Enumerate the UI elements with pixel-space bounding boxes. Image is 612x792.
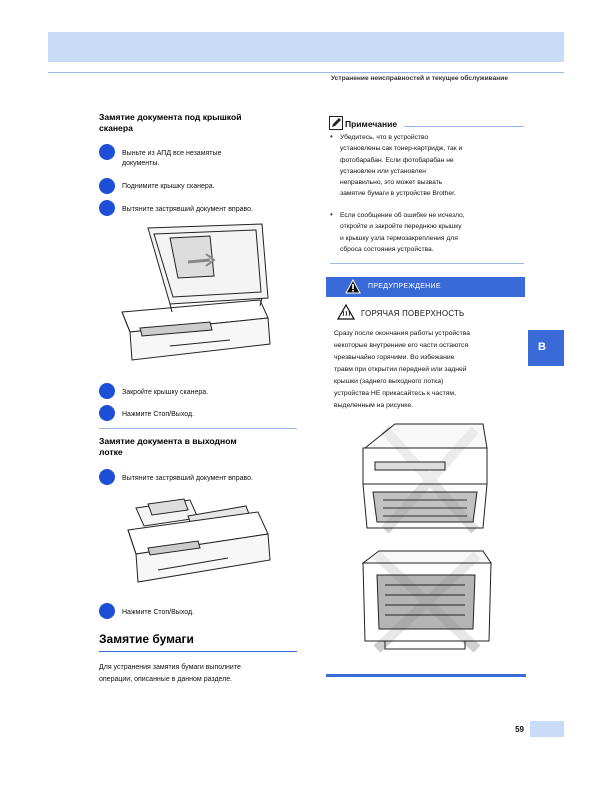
hot-surface-icon — [337, 304, 355, 320]
note-bullet-1-line: установлен или установлен — [340, 167, 426, 175]
warning-triangle-icon — [345, 279, 361, 294]
output-tray-illustration — [127, 498, 271, 583]
scanner-step-3: Вытяните застрявший документ вправо. — [122, 206, 253, 213]
note-bullet-1: Убедитесь, что в устройство установлены … — [340, 132, 462, 200]
paper-jam-paragraph-line2: операции, описанные в данном разделе. — [99, 676, 233, 683]
scanner-jam-heading-line2: сканера — [99, 123, 133, 133]
scanner-step-1-line1: Выньте из АПД все незамятые — [122, 150, 222, 157]
output-step-1-marker — [99, 469, 115, 485]
warning-subtitle: ГОРЯЧАЯ ПОВЕРХНОСТЬ — [361, 309, 465, 318]
note-bullet-2-line: сброса состояния устройства. — [340, 245, 434, 253]
warning-body: Сразу после окончания работы устройства … — [334, 328, 470, 412]
note-bottom-rule — [330, 263, 524, 264]
warning-bar — [326, 277, 525, 297]
warning-label: ПРЕДУПРЕЖДЕНИЕ — [368, 283, 441, 290]
paper-jam-paragraph: Для устранения замятия бумаги выполните … — [99, 662, 241, 686]
header-rule — [48, 72, 564, 73]
note-bullet-2-line: Если сообщение об ошибке не исчезло, — [340, 212, 465, 219]
output-step-2-marker — [99, 603, 115, 619]
scanner-jam-heading-line1: Замятие документа под крышкой — [99, 112, 242, 122]
chapter-tab-letter: B — [538, 341, 546, 353]
note-bullet-1-marker: • — [330, 132, 333, 141]
note-title-rule — [404, 126, 524, 127]
output-jam-heading-line2: лотке — [99, 447, 123, 457]
note-bullet-1-line: Убедитесь, что в устройство — [340, 134, 429, 141]
step-2-marker — [99, 178, 115, 194]
scanner-step-1-line2: документы. — [122, 160, 160, 167]
output-step-1: Вытяните застрявший документ вправо. — [122, 475, 253, 482]
note-bullet-2-line: откройте и закройте переднюю крышку — [340, 223, 462, 231]
warning-body-line: выделенным на рисунке. — [334, 402, 413, 409]
scanner-step-2: Поднимите крышку сканера. — [122, 183, 215, 190]
scanner-lid-illustration — [121, 223, 271, 361]
output-jam-heading-line1: Замятие документа в выходном — [99, 436, 237, 446]
paper-jam-heading: Замятие бумаги — [99, 632, 194, 646]
note-bullet-1-line: установлены сак тонер-картридж, так и — [340, 145, 463, 153]
warning-body-line: Сразу после окончания работы устройства — [334, 330, 471, 337]
note-bullet-1-line: фотобарабан. Если фотобарабан не — [340, 156, 454, 164]
output-jam-heading: Замятие документа в выходном лотке — [99, 436, 237, 458]
output-step-2: Нажмите Стоп/Выход. — [122, 609, 195, 616]
note-pencil-icon — [329, 116, 343, 130]
note-bullet-1-line: неправильно, это может вызвать — [340, 179, 443, 187]
scanner-step-5: Нажмите Стоп/Выход. — [122, 411, 195, 418]
warning-bottom-rule — [326, 674, 526, 677]
warning-body-line: крышки (заднего выходного лотка) — [334, 378, 444, 385]
step-5-marker — [99, 405, 115, 421]
paper-jam-paragraph-line1: Для устранения замятия бумаги выполните — [99, 664, 241, 671]
warning-body-line: устройства НЕ прикасайтесь к частям, — [334, 390, 456, 397]
scanner-jam-heading: Замятие документа под крышкой сканера — [99, 112, 242, 134]
warning-body-line: некоторые внутренние его части остаются — [334, 342, 469, 349]
page-number-tab — [530, 721, 564, 737]
warning-body-line: чрезвычайно горячими. Во избежание — [334, 354, 455, 361]
printer-rear-open-illustration — [361, 550, 492, 653]
note-bullet-1-line: замятие бумаги в устройстве Brother. — [340, 190, 456, 198]
note-title: Примечание — [345, 119, 398, 129]
step-1-marker — [99, 144, 115, 160]
running-header: Устранение неисправностей и текущее обсл… — [330, 75, 508, 82]
note-bullet-2: Если сообщение об ошибке не исчезло, отк… — [340, 210, 465, 255]
paper-jam-rule — [99, 651, 297, 652]
page-number: 59 — [515, 725, 524, 734]
scanner-step-4: Закройте крышку сканера. — [122, 389, 209, 396]
scanner-step-1: Выньте из АПД все незамятые документы. — [122, 149, 221, 169]
printer-front-open-illustration — [362, 423, 488, 534]
header-band — [48, 32, 564, 62]
note-bullet-2-line: и крышку узла термозакрепления для — [340, 234, 458, 242]
note-bullet-2-marker: • — [330, 210, 333, 219]
warning-body-line: травм при открытии передней или задней — [334, 366, 467, 373]
chapter-tab: B — [528, 330, 564, 366]
step-4-marker — [99, 383, 115, 399]
section-divider — [99, 428, 297, 429]
step-3-marker — [99, 200, 115, 216]
